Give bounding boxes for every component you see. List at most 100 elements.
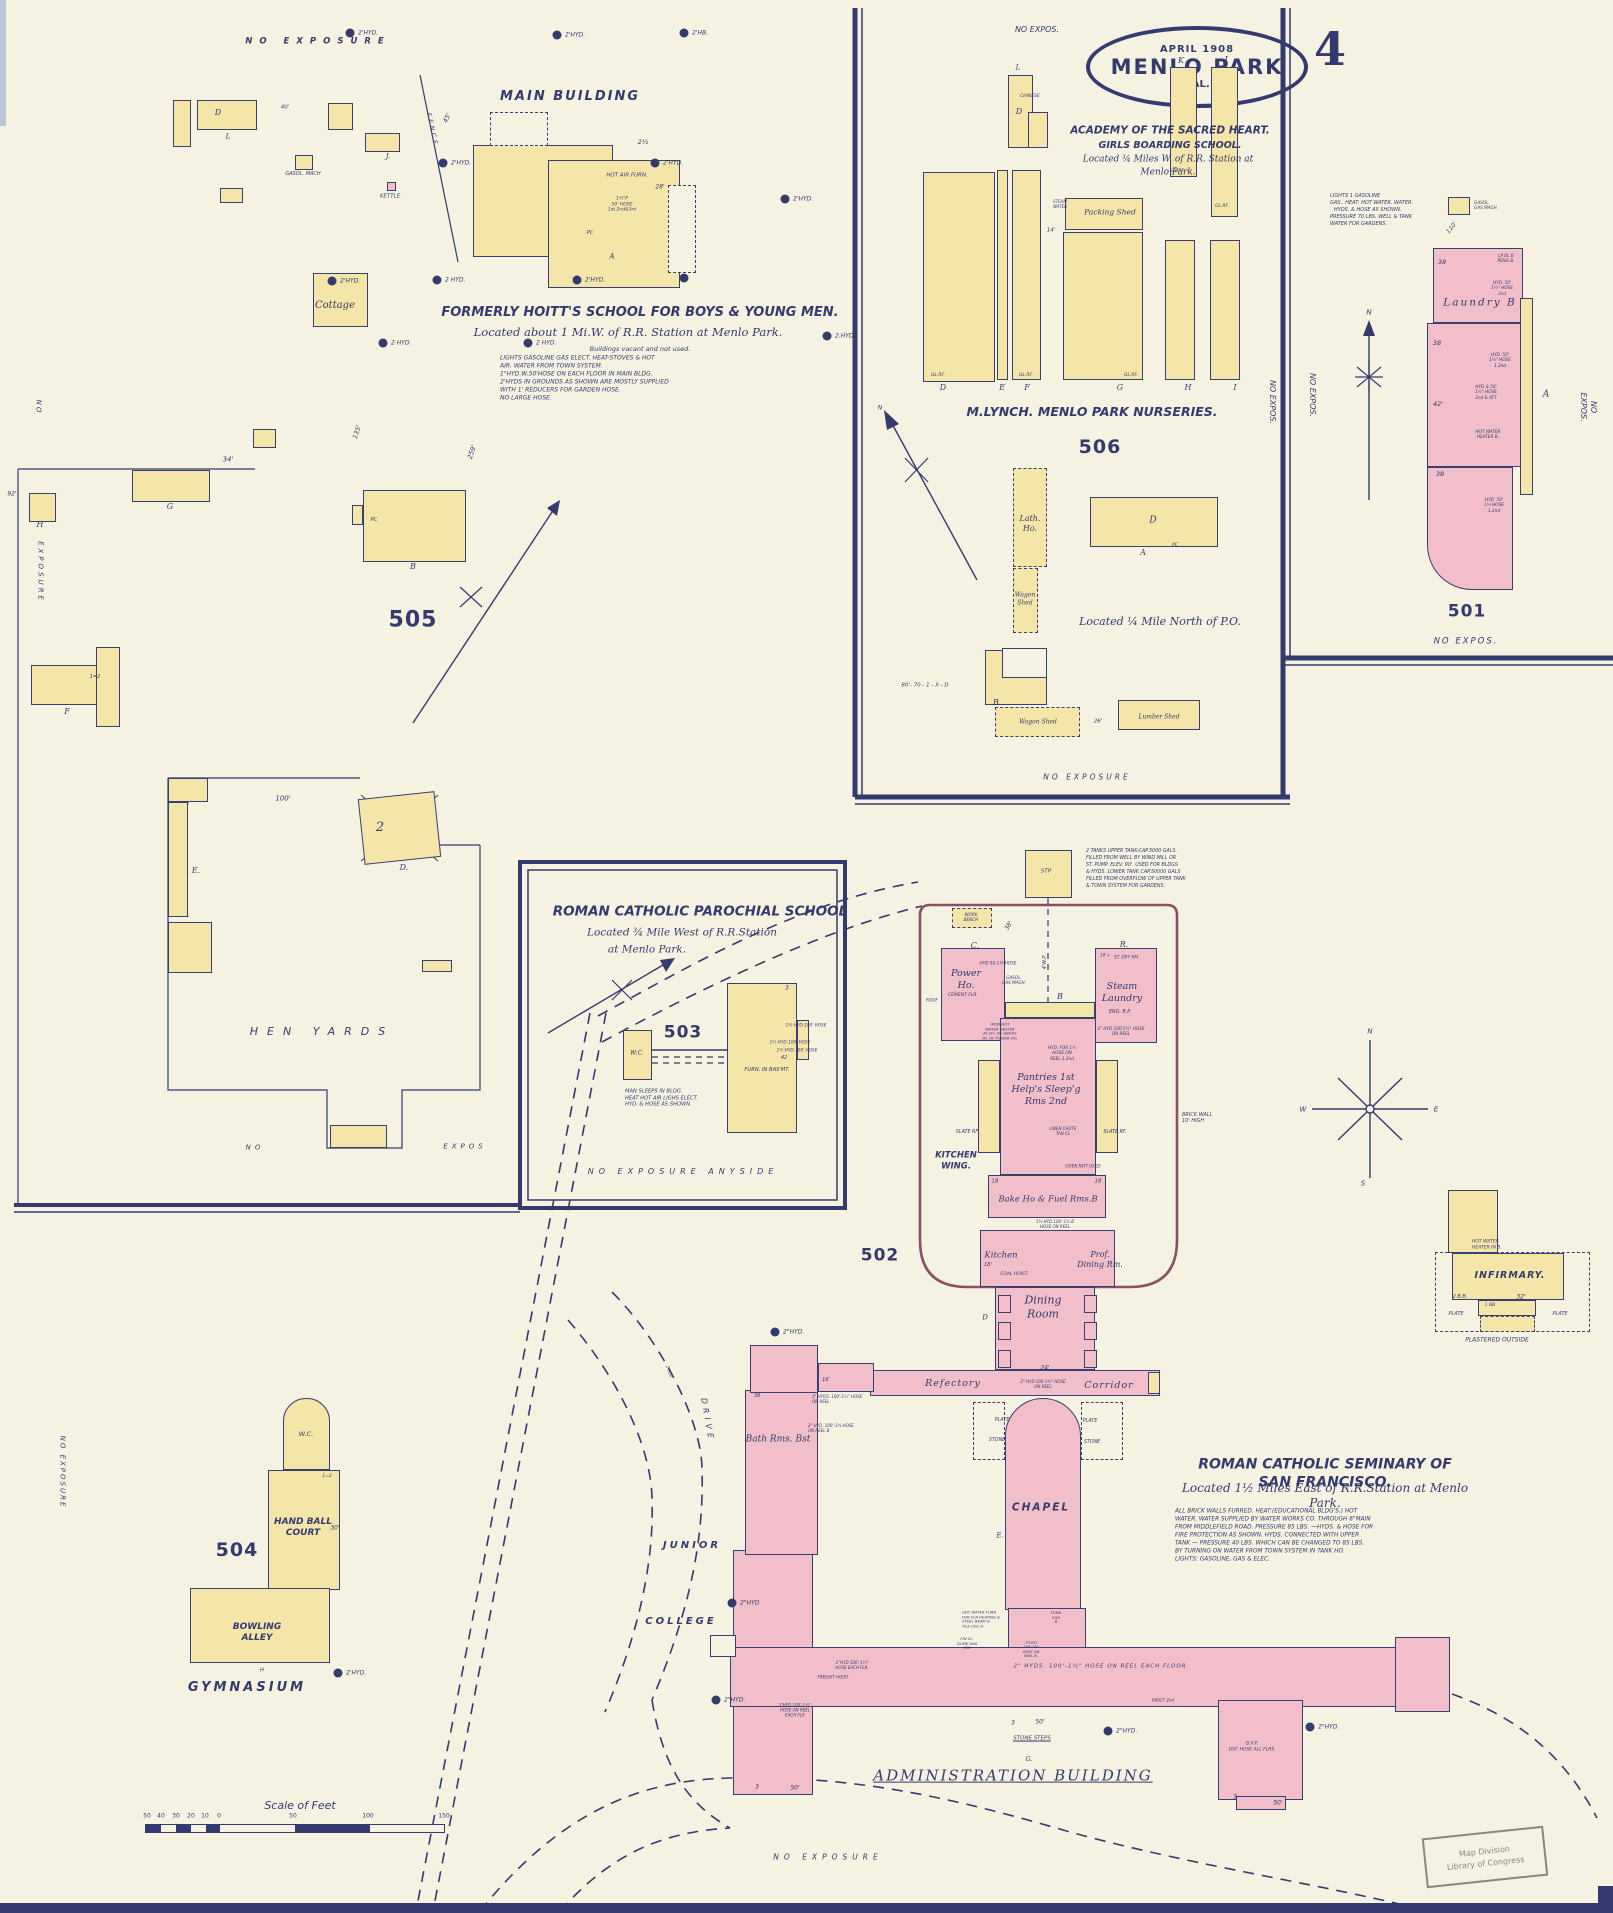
map-label: J — [1224, 55, 1228, 64]
hydrant-label: 2'HB. — [692, 29, 709, 37]
building — [168, 778, 208, 802]
map-label: LP.OL.B PENG.B. — [1497, 252, 1515, 263]
map-label: OVEN NOT USED — [1065, 1163, 1101, 1169]
building — [1096, 1060, 1118, 1153]
map-label: 38 — [1435, 469, 1445, 478]
bath-rooms-wing — [745, 1390, 818, 1555]
packing-shed — [1065, 198, 1143, 230]
label-refectory: Refectory — [925, 1378, 981, 1390]
map-label: 1½"P 50' HOSE 1st.2nd&3rd — [607, 196, 637, 213]
building — [253, 429, 276, 448]
map-label: FURN FOR B — [1050, 1609, 1062, 1625]
map-label: D — [214, 108, 222, 117]
dining-room — [995, 1287, 1095, 1370]
building — [1395, 1637, 1450, 1712]
building — [750, 1345, 818, 1393]
map-label: VAULT 2nd — [1151, 1697, 1175, 1703]
map-date: April 1908 — [1159, 44, 1235, 55]
map-label: W — [1299, 1105, 1307, 1114]
map-label: PLASTERED OUTSIDE — [1465, 1336, 1529, 1344]
label-cottage: Cottage — [315, 299, 355, 311]
map-label: I — [1233, 383, 1237, 392]
map-label: GL.RF. — [1171, 169, 1185, 175]
map-label: Lumber Shed — [1138, 713, 1180, 721]
building — [998, 1350, 1011, 1368]
map-label: WORK BENCH — [963, 911, 979, 922]
map-label: & TOWN SYSTEM FOR GARDENS. — [1086, 884, 1166, 890]
greenhouse-e — [997, 170, 1008, 380]
scale-bar-title: Scale of Feet — [264, 1799, 336, 1813]
map-label: 1"HYD.W.50'HOSE ON EACH FLOOR IN MAIN BL… — [500, 370, 653, 378]
map-label: 1"HYD 100'-1¼" HOSE EACH FLR. — [835, 1660, 869, 1670]
greenhouse-g — [1063, 232, 1143, 380]
map-label: W.C. — [298, 1429, 314, 1438]
map-label: E — [999, 383, 1005, 392]
building — [330, 1125, 387, 1148]
building — [363, 490, 466, 562]
map-label: 2'HYDS IN GROUNDS AS SHOWN ARE MOSTLY SU… — [500, 378, 669, 386]
handball-court — [268, 1470, 340, 1590]
building — [818, 1363, 874, 1392]
sheet-corner-mark — [1598, 1886, 1613, 1904]
building — [1427, 467, 1513, 590]
building — [31, 665, 100, 705]
lumber-shed — [1118, 700, 1200, 730]
building — [1005, 1002, 1095, 1018]
map-label: 2"HYD 100'-1½ HOSE ON REEL B. — [1022, 1641, 1040, 1659]
map-label: FREIGHT HOIST — [817, 1674, 849, 1680]
map-label: BY TURNING ON WATER FROM TOWN SYSTEM IN … — [1175, 1548, 1345, 1555]
title-plate: April 1908 Menlo Park Cal. — [1086, 26, 1308, 108]
map-label: D — [982, 1313, 988, 1322]
map-label: F — [64, 707, 70, 716]
map-label: L — [225, 132, 231, 141]
hydrant-dot — [378, 338, 388, 348]
hydrant-label: 2'HYD. — [793, 195, 814, 203]
greenhouse-f — [1012, 170, 1041, 380]
map-label: GL.RF. — [1019, 373, 1033, 379]
map-label: FILLED FROM WELL BY WIND MILL OR — [1086, 856, 1177, 862]
map-label: ST. DRY RM — [1114, 954, 1138, 960]
map-label: 2 B.B. — [1452, 1293, 1468, 1300]
parochial-school — [727, 983, 797, 1133]
map-label: B — [1057, 992, 1063, 1001]
scale-tick: 150 — [438, 1812, 450, 1820]
map-label: 1½ HYD.100'-1½ B HOSE ON REEL — [1035, 1219, 1075, 1229]
section-503: 503 — [663, 1022, 703, 1043]
building — [973, 1402, 1005, 1460]
map-label: CHINESE — [1020, 94, 1040, 100]
label-pantries: Pantries 1st Help's Sleep'g Rms 2nd — [1011, 1072, 1081, 1107]
map-label: LIGHTS: GASOLINE, GAS & ELEC. — [1175, 1556, 1270, 1563]
map-label: NO — [34, 399, 43, 415]
building — [1427, 323, 1523, 467]
map-label: 2" HYDS. 100'-1½" HOSE ON REEL — [812, 1394, 863, 1404]
building — [1236, 1796, 1286, 1810]
map-label: PRESSURE 70 LBS. WELL & TANK — [1330, 213, 1413, 220]
map-label: 42 — [780, 1054, 788, 1061]
building — [168, 922, 212, 973]
scale-tick: 50 — [289, 1812, 297, 1820]
building — [1478, 1300, 1536, 1316]
water-tank — [1025, 850, 1072, 898]
map-label: NO LARGE HOSE. — [500, 394, 552, 402]
map-label: STONE — [988, 1438, 1006, 1444]
map-label: Wagon Shed — [1019, 718, 1057, 726]
map-label: 14' — [1046, 227, 1056, 234]
label-infirmary: INFIRMARY. — [1474, 1270, 1546, 1282]
map-label: D — [1015, 107, 1023, 116]
map-label: GASOL. MACH — [285, 170, 321, 177]
map-label: 2'HYD 100'-1½" HOSE ON REEL EACH FLR — [779, 1702, 811, 1718]
building — [29, 493, 56, 522]
building — [352, 505, 363, 525]
map-label: HOT WATER HEATER IN B. — [1472, 1239, 1502, 1250]
label-bake-house: Bake Ho & Fuel Rms.B — [998, 1194, 1098, 1205]
school-wc — [623, 1030, 652, 1080]
scale-tick: 20 — [187, 1812, 195, 1820]
hydrant-dot — [679, 28, 689, 38]
map-label: 50' — [1273, 1799, 1283, 1807]
label-main-building: MAIN BUILDING — [499, 88, 641, 104]
map-label: SLATE RF — [955, 1130, 979, 1136]
map-label: WITH 1' REDUCERS FOR GARDEN HOSE. — [500, 386, 621, 394]
label-dining-room: Dining Room — [1024, 1293, 1062, 1320]
map-label: L — [1015, 63, 1021, 72]
